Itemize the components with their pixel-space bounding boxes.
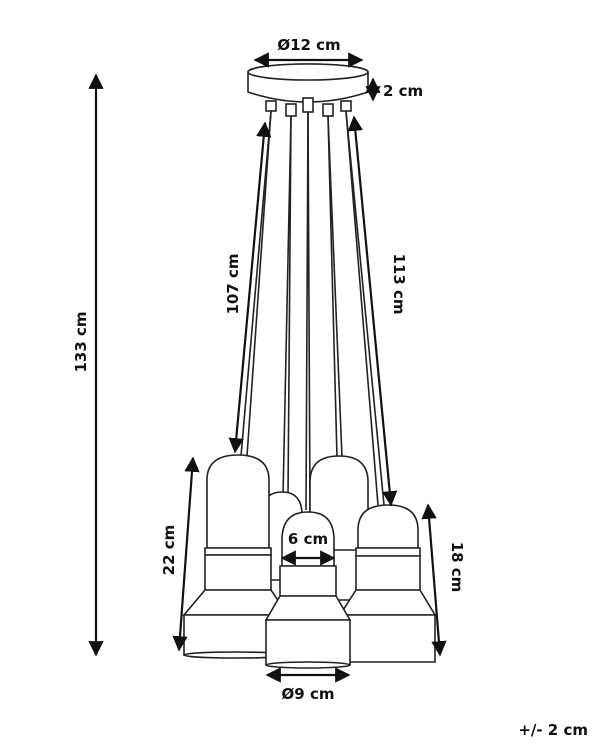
dimension-canopy-height: 2 cm	[365, 77, 423, 102]
dimension-shade-tall-height: 22 cm	[160, 456, 200, 652]
dimension-shade-short-height: 18 cm	[421, 503, 466, 657]
dimension-cable-short: 107 cm	[224, 121, 272, 454]
dimension-shade-top-width: 6 cm	[280, 530, 336, 566]
label-shade-bottom-diameter: Ø9 cm	[282, 685, 335, 703]
label-canopy-height: 2 cm	[383, 82, 423, 100]
label-canopy-diameter: Ø12 cm	[277, 36, 340, 54]
lamp-shade-right	[338, 504, 437, 663]
label-shade-top-width: 6 cm	[288, 530, 328, 548]
lamp-shade-left	[182, 454, 290, 659]
cables	[240, 110, 385, 511]
label-cable-short: 107 cm	[224, 253, 242, 314]
dimension-cable-long: 113 cm	[347, 115, 408, 507]
ceiling-canopy	[247, 63, 369, 103]
dimension-shade-bottom-diameter: Ø9 cm	[265, 667, 351, 703]
dimension-total-height: 133 cm	[72, 73, 104, 657]
label-total-height: 133 cm	[72, 311, 90, 372]
label-shade-tall-height: 22 cm	[160, 525, 178, 576]
label-tolerance: +/- 2 cm	[518, 721, 588, 739]
label-shade-short-height: 18 cm	[448, 542, 466, 593]
label-cable-long: 113 cm	[390, 253, 408, 314]
dimension-canopy-diameter: Ø12 cm	[253, 36, 364, 68]
